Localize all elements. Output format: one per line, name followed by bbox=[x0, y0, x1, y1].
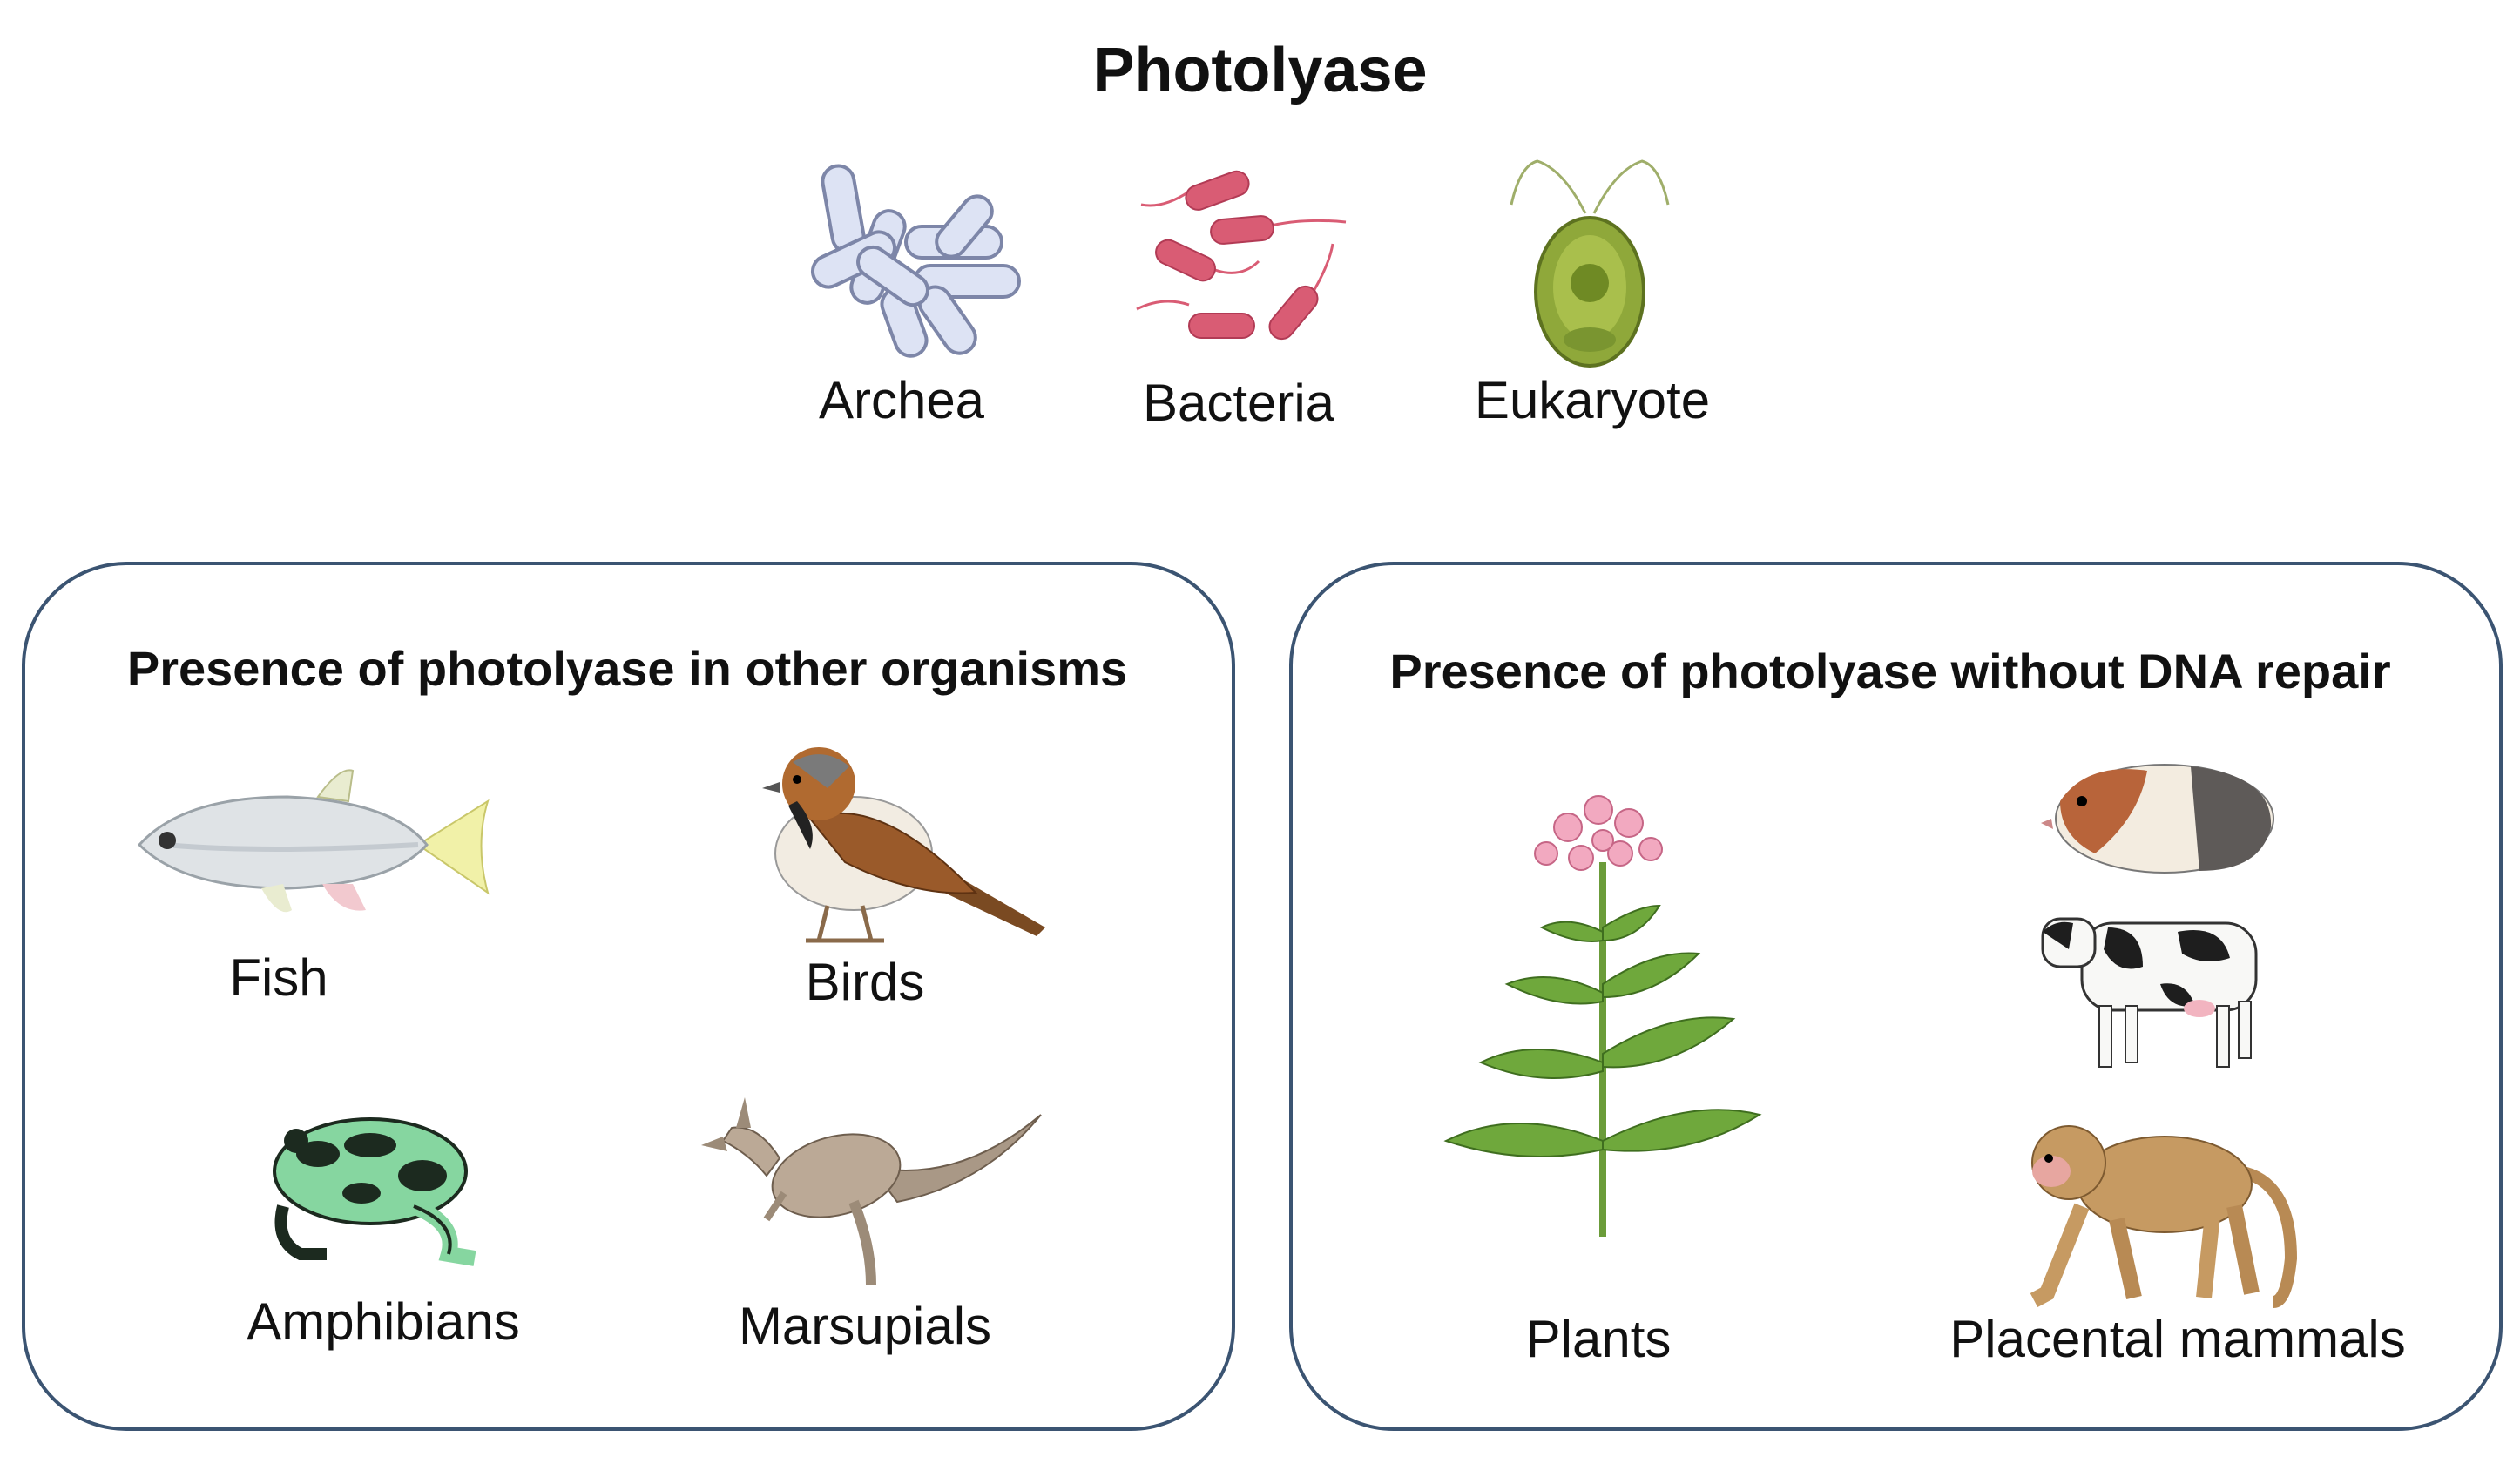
placental-mammals-label: Placental mammals bbox=[1949, 1310, 2406, 1368]
kangaroo-icon bbox=[701, 1097, 1042, 1285]
cow-icon bbox=[2041, 917, 2258, 1068]
bacteria-label: Bacteria bbox=[1142, 374, 1335, 432]
right-panel-title: Presence of photolyase without DNA repai… bbox=[1389, 644, 2391, 698]
flowering-plant-icon bbox=[1443, 795, 1762, 1237]
frog-icon bbox=[273, 1117, 476, 1266]
fish-icon bbox=[137, 769, 490, 913]
birds-label: Birds bbox=[805, 953, 925, 1011]
fish-label: Fish bbox=[229, 948, 328, 1007]
left-panel-title: Presence of photolyase in other organism… bbox=[126, 641, 1128, 696]
guinea-pig-icon bbox=[2041, 764, 2274, 874]
marsupials-label: Marsupials bbox=[738, 1297, 992, 1355]
sparrow-icon bbox=[762, 747, 1045, 943]
bacteria-icon bbox=[1136, 170, 1347, 341]
plants-label: Plants bbox=[1525, 1310, 1672, 1368]
archaea-label: Archea bbox=[818, 371, 985, 429]
page-title: Photolyase bbox=[1092, 36, 1428, 105]
green-alga-icon bbox=[1510, 159, 1670, 368]
monkey-icon bbox=[2030, 1125, 2298, 1308]
eukaryote-label: Eukaryote bbox=[1474, 371, 1711, 429]
amphibians-label: Amphibians bbox=[247, 1292, 520, 1351]
right-panel bbox=[1289, 562, 2503, 1431]
archaea-icon bbox=[810, 164, 1021, 358]
left-panel bbox=[22, 562, 1235, 1431]
